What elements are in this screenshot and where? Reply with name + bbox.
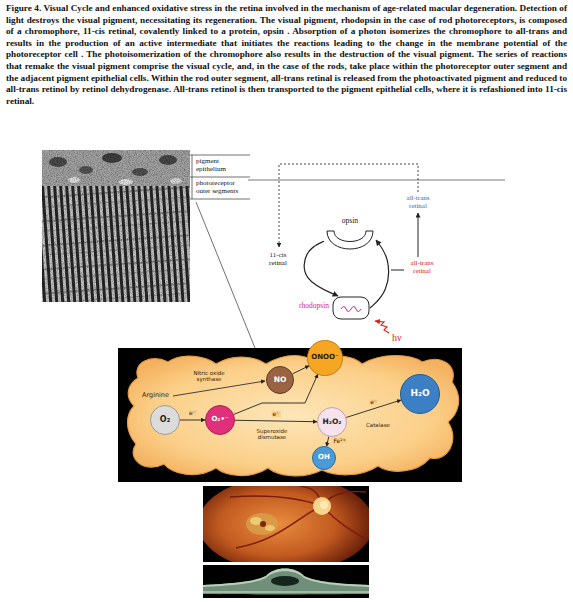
molecule-label: all-trans retinal [398, 194, 438, 211]
molecule-name: H₂O₂ [322, 418, 341, 426]
protein-shape: rhodopsin [332, 296, 370, 320]
cell-illustration [118, 348, 462, 482]
cycle-arrow [370, 240, 388, 308]
fundus-photo [236, 506, 322, 548]
protein-outline [332, 296, 370, 320]
molecule-circle: O₂ [150, 405, 180, 435]
fundus-photo [246, 513, 278, 535]
layer-leader-lines [196, 202, 255, 348]
molecule-name: O₂•⁻ [211, 416, 228, 424]
molecule-name: ONOO⁻ [311, 354, 338, 362]
cycle-arrow [304, 241, 338, 296]
visual-cycle-arrows [418, 213, 419, 257]
oct-scan [203, 569, 369, 595]
oct-scan [203, 592, 369, 593]
retina-micrograph [42, 150, 190, 302]
retina-micrograph [42, 150, 190, 302]
molecule-circle: O₂•⁻ [205, 405, 235, 435]
cell-illustration [128, 356, 459, 476]
layer-label: pigment epithelium [196, 157, 248, 174]
molecule-label: 11-cis retinal [262, 251, 294, 268]
visual-cycle-arrows [248, 180, 505, 181]
molecule-circle: H₂O [400, 374, 440, 414]
protein-outline [333, 297, 369, 319]
visual-cycle-arrows [391, 270, 404, 271]
molecule-circle: H₂O₂ [317, 407, 347, 437]
visual-cycle-arrows [375, 321, 389, 333]
edge-label: e⁻ [369, 399, 378, 405]
molecule-circle: ONOO⁻ [307, 340, 342, 375]
edge-label: e⁻ [272, 411, 281, 417]
layer-leader-lines [190, 155, 250, 199]
fundus-photo [313, 497, 331, 515]
cell-illustration [118, 348, 462, 482]
reaction-arrow [293, 366, 310, 374]
protein-outline [327, 231, 373, 249]
retina-micrograph [42, 150, 190, 302]
oct-scan [271, 576, 299, 586]
enzyme-label: Catalase [366, 422, 390, 428]
oct-scan [203, 569, 369, 595]
visual-cycle-arrows [248, 164, 505, 333]
fundus-photo [203, 486, 369, 562]
protein-outline [324, 228, 376, 252]
protein-name: opsin [324, 217, 376, 225]
molecule-name: OH [318, 454, 330, 462]
reaction-arrow [234, 374, 318, 414]
fundus-photo [320, 501, 328, 509]
fundus-photo [265, 525, 275, 531]
reaction-arrow [180, 420, 205, 421]
edge-label: Fe²⁺ [332, 438, 346, 444]
molecule-circle: OH [312, 446, 336, 470]
light-symbol: hν [392, 332, 402, 344]
layer-leader-lines [190, 155, 255, 348]
figure-caption: Figure 4. Visual Cycle and enhanced oxid… [6, 3, 567, 107]
molecule-name: H₂O [410, 389, 429, 399]
edge-label: e⁻ [188, 410, 197, 416]
fundus-photo [198, 476, 374, 572]
cell-illustration [173, 381, 265, 396]
protein-outline [341, 307, 361, 312]
reaction-arrow [235, 420, 317, 421]
oct-scan [203, 565, 369, 598]
oct-scan [203, 569, 369, 588]
molecule-name: NO [274, 376, 287, 384]
protein-shape: opsin [324, 228, 376, 252]
enzyme-label: Superoxide dismutase [250, 428, 294, 441]
oct-scan [203, 565, 369, 598]
fundus-photo [260, 521, 266, 527]
enzyme-label: Nitric oxide synthase [188, 370, 230, 383]
protein-name: rhodopsin [299, 302, 329, 310]
fundus-photo [230, 486, 368, 548]
fundus-photo [203, 486, 369, 562]
molecule-name: O₂ [160, 416, 170, 425]
connector-layer [180, 240, 401, 446]
reaction-arrow [327, 437, 329, 447]
fundus-photo [230, 496, 322, 506]
molecule-label: Arginine [142, 392, 169, 400]
molecule-label: all-trans retinal [402, 259, 442, 276]
molecule-circle: NO [266, 366, 294, 394]
layer-label: photoreceptor outer segments [196, 179, 250, 196]
visual-cycle-arrows [279, 164, 418, 247]
